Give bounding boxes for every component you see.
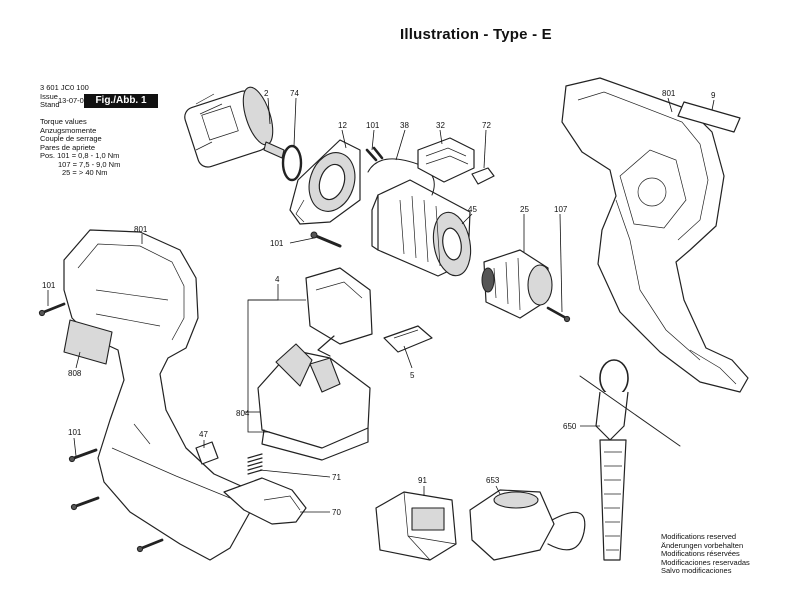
callout-38: 38 [400, 121, 409, 130]
callout-72: 72 [482, 121, 491, 130]
housing-right-half-part [561, 77, 749, 393]
modifications-notes: Modifications reserved Änderungen vorbeh… [661, 532, 750, 576]
callout-801-left: 801 [134, 225, 148, 234]
callout-45: 45 [468, 205, 477, 214]
callout-653: 653 [486, 476, 500, 485]
battery-pack-part [375, 491, 457, 561]
callout-labels: 2 74 12 101 38 32 72 801 9 45 25 107 101… [42, 89, 716, 517]
chuck-screw-part [546, 306, 571, 323]
o-ring-part [281, 144, 303, 182]
callout-47: 47 [199, 430, 208, 439]
callout-101-top: 101 [366, 121, 380, 130]
torque-value-101: Pos. 101 = 0,8 - 1,0 Nm [40, 151, 120, 160]
callout-101-left-top: 101 [42, 281, 56, 290]
chuck-part [481, 249, 553, 319]
callout-70: 70 [332, 508, 341, 517]
housing-screws-part [38, 302, 164, 553]
callout-9: 9 [711, 91, 716, 100]
figure-label: Fig./Abb. 1 [84, 94, 158, 108]
torque-value-107: 107 = 7,5 - 9,0 Nm [58, 159, 121, 169]
callout-71: 71 [332, 473, 341, 482]
callout-leaders [47, 97, 715, 513]
torque-value-25: 25 = > 40 Nm [62, 168, 108, 177]
pcb-module-part [257, 343, 371, 461]
torque-line-1: Torque values [40, 117, 87, 126]
callout-25: 25 [520, 205, 529, 214]
latch-button-part [195, 441, 219, 465]
note-pt: Salvo modificaciones [661, 566, 732, 576]
nameplate-part [677, 101, 741, 133]
spring-part [247, 453, 263, 475]
callout-808: 808 [68, 369, 82, 378]
screw-part [310, 231, 342, 248]
note-de: Änderungen vorbehalten [661, 540, 744, 550]
callout-101-bracket: 101 [270, 239, 284, 248]
callout-801-right: 801 [662, 89, 676, 98]
torque-line-4: Pares de apriete [40, 142, 96, 152]
gearbox-part [367, 158, 472, 277]
torque-line-2: Anzugsmomente [40, 125, 97, 135]
motor-bracket-part [289, 139, 361, 225]
callout-101-left-bottom: 101 [68, 428, 82, 437]
charger-part [469, 489, 586, 561]
label-plate-part [63, 319, 113, 365]
part-number: 3 601 JC0 100 [40, 83, 89, 92]
callout-650: 650 [563, 422, 577, 431]
callout-5: 5 [410, 371, 415, 380]
switch-cover-part [417, 137, 475, 183]
callout-107: 107 [554, 205, 568, 214]
battery-release-part [223, 477, 307, 525]
clip-part [471, 167, 495, 185]
stand-label: Stand [40, 100, 60, 109]
motor-part [184, 86, 285, 168]
page-title: Illustration - Type - E [400, 26, 552, 43]
housing-left-half-part [63, 229, 251, 561]
note-es: Modificaciones reservadas [661, 557, 750, 567]
callout-2: 2 [264, 89, 269, 98]
callout-91: 91 [418, 476, 427, 485]
auxiliary-handle-part [579, 359, 681, 561]
callout-4: 4 [275, 275, 280, 284]
battery-contact-part [383, 325, 433, 353]
pin-part [365, 146, 384, 162]
torque-line-3: Couple de serrage [40, 134, 102, 143]
switch-module-part [305, 267, 373, 357]
callout-32: 32 [436, 121, 445, 130]
callout-804: 804 [236, 409, 250, 418]
note-fr: Modifications réservées [661, 549, 740, 559]
callout-12: 12 [338, 121, 347, 130]
issue-label: Issue [40, 92, 58, 101]
issue-date: 13-07-04 [58, 96, 89, 105]
note-en: Modifications reserved [661, 532, 737, 541]
callout-74: 74 [290, 89, 299, 98]
